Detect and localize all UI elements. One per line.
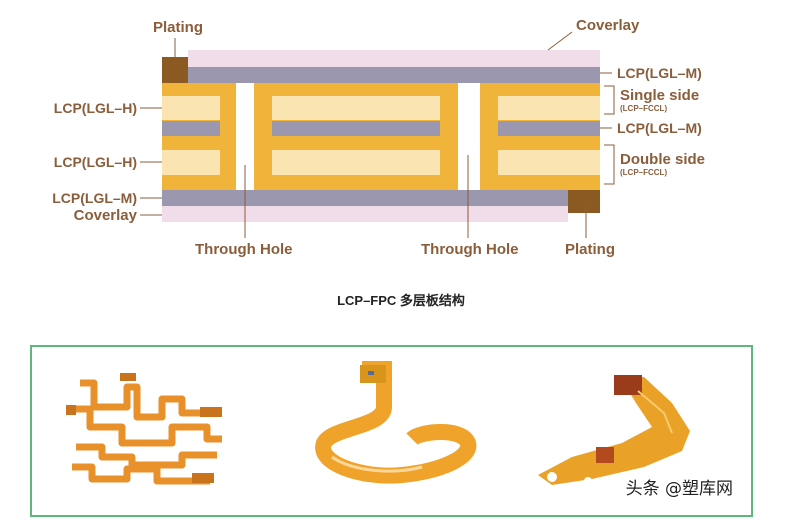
middle-lcp-m-layer: [162, 121, 220, 136]
through-hole-2-label: Through Hole: [421, 241, 519, 258]
plating-top-label: Plating: [153, 19, 204, 36]
lcp-m-right-1-label: LCP(LGL–M): [617, 65, 702, 81]
bent-fpc-circuit-image: [538, 375, 690, 485]
plating-bottom-label: Plating: [565, 241, 616, 258]
double-side-bracket: [604, 144, 615, 185]
flat-fpc-connectors: [66, 373, 222, 483]
cream-segment: [272, 96, 440, 120]
leader-line: [547, 31, 573, 51]
bottom-lcp-m-layer: [162, 190, 600, 206]
product-photos: [66, 361, 690, 485]
single-side-label: Single side: [620, 87, 700, 104]
lcp-m-left-label: LCP(LGL–M): [52, 190, 137, 206]
through-hole-right: [458, 83, 480, 190]
middle-lcp-m-layer: [498, 121, 600, 136]
lcp-h-left-1-label: LCP(LGL–H): [53, 100, 137, 116]
stackup-diagram: [140, 31, 615, 238]
plating-bottom-block: [568, 190, 600, 213]
plating-top-block: [162, 57, 188, 83]
curled-fpc-ribbon-image: [315, 361, 477, 484]
watermark-text: 头条 @塑库网: [625, 479, 733, 499]
through-hole-1-label: Through Hole: [195, 241, 293, 258]
middle-lcp-m-layer: [272, 121, 440, 136]
flat-fpc-strips-image: [72, 379, 222, 485]
diagram-caption: LCP–FPC 多层板结构: [337, 293, 465, 308]
double-side-sub-label: (LCP–FCCL): [620, 168, 668, 177]
bottom-coverlay-layer: [162, 206, 568, 222]
cream-segment: [498, 150, 600, 175]
single-side-bracket: [604, 85, 615, 115]
cream-segment: [162, 96, 220, 120]
coverlay-left-label: Coverlay: [73, 207, 137, 224]
double-side-label: Double side: [620, 151, 706, 168]
product-photo-panel: 头条 @塑库网: [30, 345, 753, 517]
single-side-sub-label: (LCP–FCCL): [620, 104, 668, 113]
cream-segment: [162, 150, 220, 175]
cream-segment: [272, 150, 440, 175]
lcp-h-left-2-label: LCP(LGL–H): [53, 154, 137, 170]
cream-segment: [498, 96, 600, 120]
through-hole-left: [236, 83, 254, 190]
top-coverlay-layer: [188, 50, 600, 67]
lcp-m-right-2-label: LCP(LGL–M): [617, 120, 702, 136]
coverlay-top-label: Coverlay: [576, 17, 640, 34]
top-lcp-m-layer: [162, 67, 600, 83]
